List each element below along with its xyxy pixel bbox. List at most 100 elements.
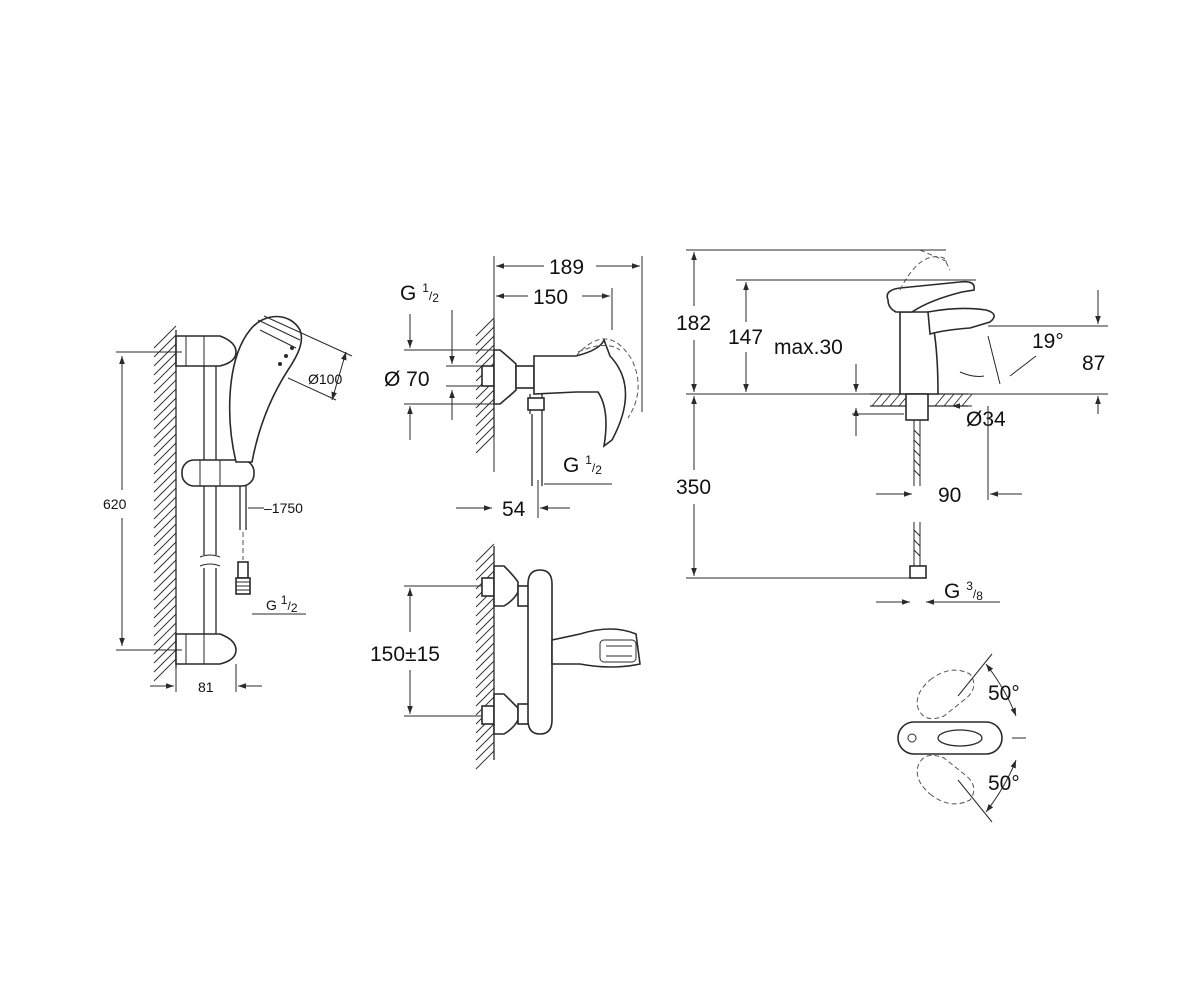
dim-81: 81 bbox=[150, 664, 262, 695]
dim-54: 54 bbox=[456, 480, 570, 521]
dim-rosette: Ø 70 bbox=[384, 314, 494, 440]
hatch-line bbox=[153, 541, 177, 565]
lever-top-view bbox=[897, 721, 1003, 755]
hatch-line bbox=[475, 353, 495, 373]
overall-height-label: 182 bbox=[676, 312, 711, 335]
hatch-line bbox=[153, 388, 177, 412]
rail-thread-label: G 1/2 bbox=[252, 593, 306, 615]
hatch-line bbox=[475, 543, 495, 563]
hatch-line bbox=[153, 514, 177, 538]
hatch-line bbox=[475, 335, 495, 355]
dim-620: 620 bbox=[103, 351, 182, 651]
hatch-line bbox=[475, 434, 495, 454]
hatch-line bbox=[952, 393, 964, 407]
hatch-line bbox=[475, 407, 495, 427]
thread-bottom-label: G 1/2 bbox=[544, 453, 612, 485]
dim-hole-diameter: Ø34 bbox=[952, 403, 1006, 431]
rosette-diameter-label: Ø 70 bbox=[384, 368, 430, 391]
basin-thread-label: G 3/8 bbox=[876, 579, 1000, 605]
hatch-line bbox=[153, 631, 177, 655]
shower-mixer-front-drawing: 150±15 bbox=[370, 543, 641, 770]
hatch-line bbox=[475, 606, 495, 626]
rail-width-label: 81 bbox=[198, 679, 214, 695]
hatch-line bbox=[153, 379, 177, 403]
spout-angle-label: 19° bbox=[1032, 330, 1064, 353]
deck-thickness-label: max.30 bbox=[774, 336, 843, 359]
basin-mixer-body bbox=[886, 249, 995, 579]
svg-text:G 3/8: G 3/8 bbox=[944, 579, 983, 603]
hatch-line bbox=[475, 624, 495, 644]
dim-90: 90 bbox=[876, 406, 1022, 507]
hand-shower bbox=[228, 315, 303, 463]
hatch-line bbox=[153, 559, 177, 583]
dim-350: 350 bbox=[676, 396, 910, 579]
body-depth-label: 150 bbox=[533, 286, 568, 309]
base-width-label: 90 bbox=[938, 484, 961, 507]
basin-mixer-drawing: 182 147 max.30 Ø34 bbox=[676, 249, 1108, 605]
dim-150-15: 150±15 bbox=[370, 585, 482, 717]
dim-182: 182 bbox=[676, 249, 946, 392]
thread-top-label: G 1/2 bbox=[400, 281, 482, 420]
hatch-line bbox=[153, 640, 177, 664]
hatch-line bbox=[153, 604, 177, 628]
angle-top-label: 50° bbox=[988, 682, 1020, 705]
hole-diameter-label: Ø34 bbox=[966, 408, 1006, 431]
hatch-line bbox=[153, 406, 177, 430]
svg-text:G 1/2: G 1/2 bbox=[266, 593, 298, 615]
dim-deck-thickness: max.30 bbox=[774, 336, 904, 436]
dim-147: 147 bbox=[728, 279, 976, 392]
hatch-line bbox=[475, 425, 495, 445]
hatch-line bbox=[475, 344, 495, 364]
lever-rotation-drawing: 50° 50° bbox=[897, 653, 1026, 823]
hatch-line bbox=[153, 550, 177, 574]
hatch-line bbox=[153, 595, 177, 619]
svg-text:G 1/2: G 1/2 bbox=[400, 281, 439, 305]
hatch-line bbox=[475, 317, 495, 337]
hatch-line bbox=[153, 649, 177, 673]
dim-189: 189 bbox=[493, 256, 643, 472]
wall-offset-label: 54 bbox=[502, 498, 526, 521]
rail-top-bracket bbox=[175, 335, 237, 367]
hatch-line bbox=[475, 732, 495, 752]
hatch-line bbox=[871, 393, 883, 407]
hatch-line bbox=[475, 561, 495, 581]
dim-150: 150 bbox=[496, 286, 613, 330]
shower-rail-drawing: 620 81 Ø100 –1750 G 1/2 bbox=[103, 315, 353, 695]
hatch-line bbox=[889, 393, 901, 407]
hatch-line bbox=[475, 642, 495, 662]
hatch-line bbox=[475, 615, 495, 635]
hatch-line bbox=[153, 469, 177, 493]
hatch-line bbox=[475, 741, 495, 761]
hatch-line bbox=[475, 678, 495, 698]
hatch-line bbox=[153, 487, 177, 511]
hatch-line bbox=[475, 750, 495, 770]
mixer-front-body bbox=[481, 565, 641, 735]
hatch-line bbox=[153, 532, 177, 556]
hatch-line bbox=[153, 577, 177, 601]
hatch-line bbox=[153, 325, 177, 349]
dim-hose-length: –1750 bbox=[248, 500, 303, 516]
dim-head-diameter: Ø100 bbox=[263, 315, 353, 401]
hatch-line bbox=[153, 658, 177, 682]
hatch-line bbox=[475, 651, 495, 671]
hatch-line bbox=[880, 393, 892, 407]
hatch-line bbox=[153, 460, 177, 484]
spout-reach-label: 87 bbox=[1082, 352, 1105, 375]
centre-distance-label: 150±15 bbox=[370, 643, 440, 666]
hatch-line bbox=[153, 451, 177, 475]
hatch-line bbox=[475, 389, 495, 409]
hatch-line bbox=[943, 393, 955, 407]
hatch-line bbox=[475, 416, 495, 436]
rail-height-label: 620 bbox=[103, 496, 127, 512]
hatch-line bbox=[475, 398, 495, 418]
shower-mixer-side-drawing: 189 150 G 1/2 Ø 70 bbox=[384, 256, 643, 521]
hatch-line bbox=[153, 361, 177, 385]
hatch-line bbox=[153, 433, 177, 457]
hatch-line bbox=[475, 597, 495, 617]
svg-text:G 1/2: G 1/2 bbox=[563, 453, 602, 477]
hatch-line bbox=[475, 687, 495, 707]
hatch-line bbox=[475, 669, 495, 689]
hatch-line bbox=[153, 370, 177, 394]
wall-hatch-left bbox=[153, 325, 177, 682]
